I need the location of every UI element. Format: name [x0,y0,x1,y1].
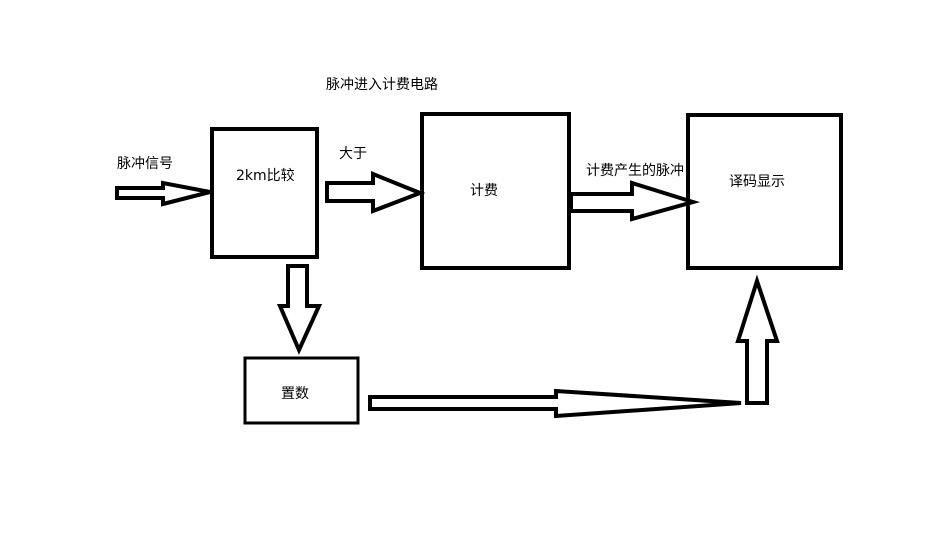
billing-block [420,112,571,270]
compare-block [210,127,319,259]
greater-than-label: 大于 [339,146,367,162]
billing-to-display-arrow [569,180,701,222]
compare-to-billing-arrow [325,171,426,214]
pulse-into-billing-label: 脉冲进入计费电路 [326,77,438,93]
up-to-display-arrow [735,274,780,405]
pulse-signal-label: 脉冲信号 [117,156,173,172]
preset-to-right-arrow [368,388,742,419]
billing-block-label: 计费 [470,183,498,199]
decode-display-block [686,113,843,270]
billing-pulse-label: 计费产生的脉冲 [586,163,684,179]
input-arrow [115,180,211,207]
preset-block [243,356,360,425]
decode-display-block-label: 译码显示 [729,174,785,190]
compare-block-label: 2km比较 [236,168,295,184]
preset-block-label: 置数 [281,386,309,402]
compare-to-preset-arrow [276,264,323,355]
